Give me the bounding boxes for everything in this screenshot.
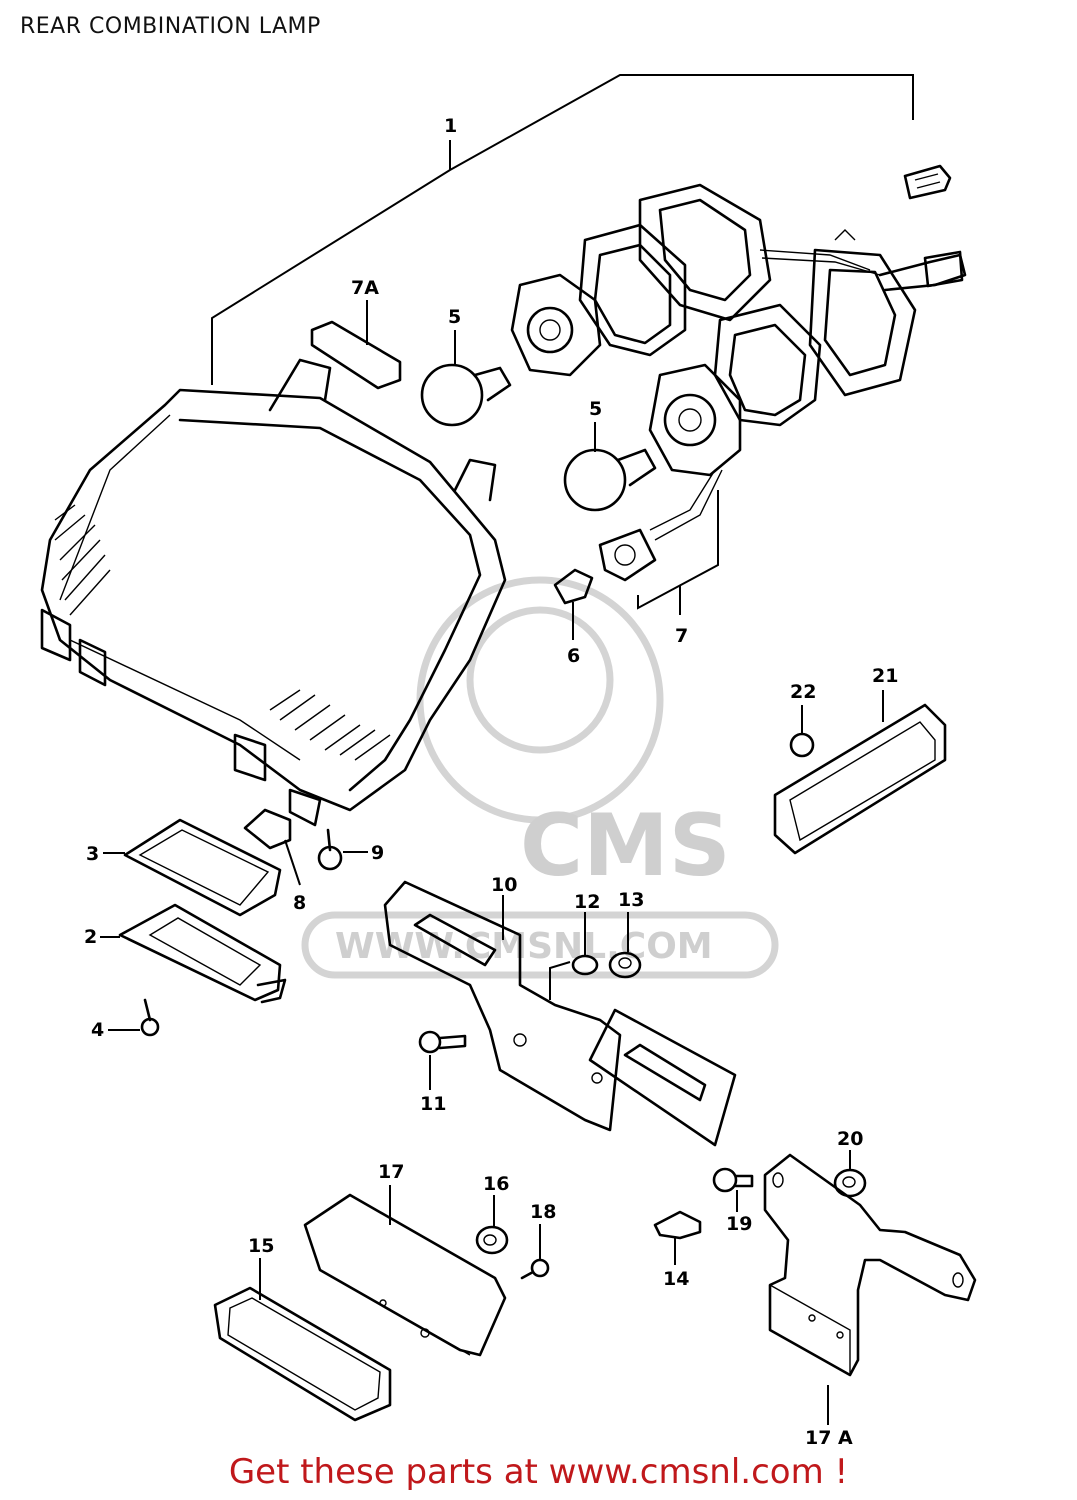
callout-4: 4 xyxy=(91,1019,104,1041)
lens-housing xyxy=(40,358,507,827)
part-20-nut xyxy=(833,1150,867,1198)
callout-11: 11 xyxy=(420,1093,446,1115)
part-19-bolt xyxy=(712,1167,754,1212)
part-16-nut xyxy=(475,1195,509,1255)
callout-3: 3 xyxy=(86,843,99,865)
callout-7: 7 xyxy=(675,625,688,647)
part-4-screw xyxy=(108,998,160,1037)
callout-17: 17 xyxy=(378,1161,404,1183)
part-9-screw xyxy=(317,828,368,871)
footer-parts-link[interactable]: Get these parts at www.cmsnl.com ! xyxy=(228,1452,849,1492)
part-17a-bracket xyxy=(763,1153,977,1425)
part-22-nut xyxy=(789,705,815,758)
part-7a-pad xyxy=(310,320,402,390)
callout-22: 22 xyxy=(790,681,816,703)
part-1-leader xyxy=(211,74,914,385)
callout-20: 20 xyxy=(837,1128,863,1150)
callout-5-lower: 5 xyxy=(589,398,602,420)
part-15-reflector xyxy=(213,1258,392,1422)
callout-15: 15 xyxy=(248,1235,274,1257)
callout-13: 13 xyxy=(618,889,644,911)
watermark-logo-text: CMS xyxy=(520,796,731,896)
part-11-screw xyxy=(418,1030,467,1090)
part-2-lens xyxy=(100,903,287,1004)
callout-1: 1 xyxy=(444,115,457,137)
callout-2: 2 xyxy=(84,926,97,948)
watermark: CMS WWW.CMSNL.COM xyxy=(301,576,779,979)
watermark-logo-face xyxy=(416,576,664,824)
callout-5-upper: 5 xyxy=(448,306,461,328)
part-13-nut xyxy=(608,912,642,979)
part-8-clip xyxy=(243,808,301,886)
page-title: REAR COMBINATION LAMP xyxy=(20,14,321,39)
part-3-gasket xyxy=(103,818,282,917)
callout-10: 10 xyxy=(491,874,517,896)
wire-connector xyxy=(903,164,952,200)
part-18-screw xyxy=(520,1224,550,1280)
bulb-5-upper xyxy=(420,330,512,427)
callout-7a: 7A xyxy=(351,277,379,299)
part-12-washer xyxy=(571,912,599,976)
part-14-bumper xyxy=(653,1210,702,1265)
part-10-bracket xyxy=(383,880,737,1147)
bulb-5-lower xyxy=(563,422,657,512)
callout-18: 18 xyxy=(530,1201,556,1223)
callout-6: 6 xyxy=(567,645,580,667)
part-7-leader xyxy=(637,490,719,610)
callout-17a: 17 A xyxy=(805,1427,853,1449)
part-17-housing xyxy=(303,1185,507,1357)
callout-9: 9 xyxy=(371,842,384,864)
callout-21: 21 xyxy=(872,665,898,687)
part-21-reflector xyxy=(773,690,947,855)
callout-19: 19 xyxy=(726,1213,752,1235)
callout-12: 12 xyxy=(574,891,600,913)
callout-16: 16 xyxy=(483,1173,509,1195)
callout-14: 14 xyxy=(663,1268,689,1290)
bulb-6 xyxy=(553,568,594,640)
socket-assembly xyxy=(510,183,967,582)
callout-8: 8 xyxy=(293,892,306,914)
watermark-url-text: WWW.CMSNL.COM xyxy=(335,926,713,967)
